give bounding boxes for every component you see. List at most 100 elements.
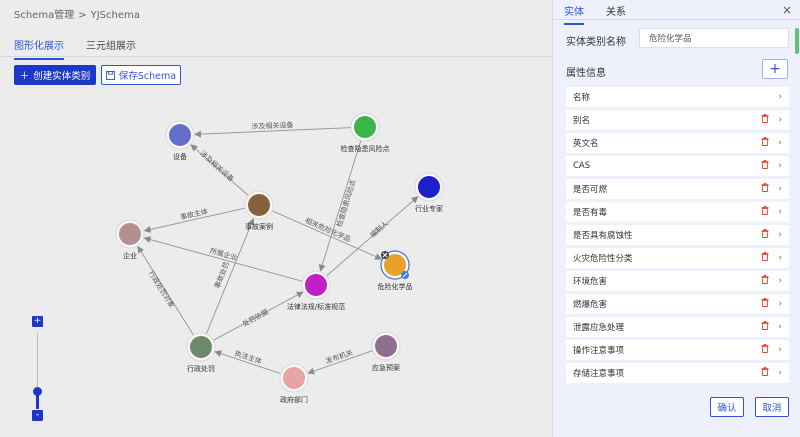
trash-icon[interactable] [761,252,769,264]
node-label: 企业 [123,251,137,260]
graph-node-qiye[interactable]: 企业 [115,219,145,260]
zoom-slider-track[interactable] [37,333,38,409]
create-entity-type-label: 创建实体类别 [33,71,91,82]
node-circle[interactable] [375,335,397,357]
trash-icon[interactable] [761,298,769,310]
chevron-right-icon: › [778,184,782,194]
edge-label: 事故处罚 [212,260,231,289]
node-remove-icon[interactable] [381,251,389,259]
node-circle[interactable] [248,194,270,216]
create-entity-type-button[interactable]: ＋ 创建实体类别 [14,65,96,85]
graph-edge[interactable] [137,245,194,336]
trash-icon[interactable] [761,160,769,172]
graph-node-yingji[interactable]: 应急预案 [371,331,401,372]
trash-icon[interactable] [761,206,769,218]
tab-entity[interactable]: 实体 [564,3,584,25]
node-circle[interactable] [384,254,406,276]
node-link-icon[interactable] [401,271,409,279]
node-label: 危险化学品 [378,282,413,291]
attribute-row[interactable]: 操作注意事项› [566,340,789,360]
tab-relation[interactable]: 关系 [606,7,626,18]
attribute-row[interactable]: CAS› [566,156,789,176]
graph-edge[interactable] [214,350,281,375]
attribute-label: 名称 [573,93,591,103]
edge-label: 行政处罚对象 [147,269,177,309]
trash-icon[interactable] [761,275,769,287]
edge-label: 处罚依据 [241,307,270,328]
graph-edge[interactable] [193,127,352,138]
graph-edge[interactable] [307,350,373,375]
node-circle[interactable] [283,367,305,389]
tab-graph-view[interactable]: 图形化展示 [14,37,64,60]
attribute-row[interactable]: 是否具有腐蚀性› [566,225,789,245]
view-tabs: 图形化展示 三元组展示 [14,37,136,60]
trash-icon[interactable] [761,137,769,149]
attribute-row[interactable]: 泄露应急处理› [566,317,789,337]
node-circle[interactable] [169,124,191,146]
attribute-label: 环境危害 [573,277,608,287]
attribute-row[interactable]: 是否有毒 › [566,202,789,222]
graph-node-weixian[interactable]: 危险化学品 [378,250,413,291]
graph-edge[interactable] [143,236,303,282]
node-circle[interactable] [305,274,327,296]
zoom-slider-fill [36,392,39,409]
tab-triple-view[interactable]: 三元组展示 [86,41,136,52]
close-icon[interactable]: × [781,3,792,17]
attribute-row[interactable]: 环境危害 › [566,271,789,291]
confirm-button[interactable]: 确认 [710,397,744,417]
graph-edge[interactable] [318,140,362,272]
graph-edge[interactable] [143,207,246,233]
attribute-label: 泄露应急处理 [573,323,625,333]
graph-node-shebei[interactable]: 设备 [165,120,195,161]
attribute-row[interactable]: 是否可燃› [566,179,789,199]
edge-label: 检查隐患风险点 [335,179,358,228]
chevron-right-icon: › [778,207,782,217]
attribute-row[interactable]: 名称› [566,87,789,107]
cancel-button[interactable]: 取消 [755,397,789,417]
schema-graph[interactable]: 涉及相关设备涉及相关设备事故主体检查隐患风险点编制人相关危险化学品所属企业处罚依… [0,0,552,437]
node-label: 事故案例 [245,222,273,231]
node-circle[interactable] [418,176,440,198]
add-attribute-button[interactable]: + [762,59,788,79]
attribute-row[interactable]: 燃爆危害› [566,294,789,314]
chevron-right-icon: › [778,276,782,286]
zoom-out-button[interactable]: - [32,410,43,421]
zoom-slider-handle[interactable] [33,387,42,396]
chevron-right-icon: › [778,253,782,263]
trash-icon[interactable] [761,229,769,241]
attributes-title: 属性信息 [566,68,606,79]
graph-node-zhengfu[interactable]: 政府部门 [279,363,309,404]
save-schema-button[interactable]: 保存Schema [101,65,181,85]
panel-scrollbar[interactable] [795,28,799,54]
chevron-right-icon: › [778,138,782,148]
graph-node-shigu[interactable]: 事故案例 [244,190,274,231]
entity-name-input[interactable] [639,28,789,48]
trash-icon[interactable] [761,321,769,333]
graph-edge[interactable] [326,196,419,277]
attribute-row[interactable]: 火灾危险性分类› [566,248,789,268]
graph-edge[interactable] [271,210,383,260]
graph-edge[interactable] [213,291,304,341]
node-label: 设备 [173,152,187,161]
node-circle[interactable] [190,336,212,358]
attribute-row[interactable]: 别名› [566,110,789,130]
attribute-row[interactable]: 存储注意事项› [566,363,789,383]
trash-icon[interactable] [761,367,769,379]
attribute-row[interactable]: 英文名 › [566,133,789,153]
attribute-label: 是否有毒 [573,208,608,218]
chevron-right-icon: › [778,230,782,240]
trash-icon[interactable] [761,114,769,126]
graph-node-falv[interactable]: 法律法规/标准规范 [287,270,345,311]
attribute-label: 英文名 [573,139,599,149]
graph-node-jiancha[interactable]: 检查隐患风险点 [341,112,390,153]
node-circle[interactable] [354,116,376,138]
breadcrumb-root[interactable]: Schema管理 [14,10,75,21]
graph-node-xingzheng[interactable]: 行政处罚 [186,332,216,373]
node-circle[interactable] [119,223,141,245]
graph-edge[interactable] [205,217,255,335]
trash-icon[interactable] [761,183,769,195]
graph-edge[interactable] [190,144,249,197]
graph-node-hangye[interactable]: 行业专家 [414,172,444,213]
zoom-in-button[interactable]: + [32,316,43,327]
trash-icon[interactable] [761,344,769,356]
